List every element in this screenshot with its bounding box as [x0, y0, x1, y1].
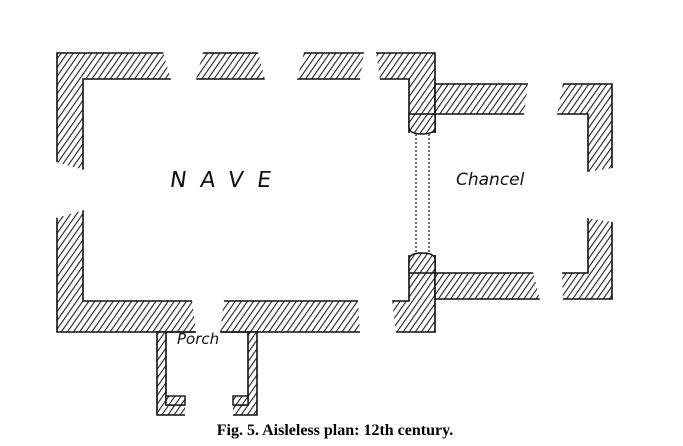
window — [56, 162, 84, 218]
figure-caption: Fig. 5. Aisleless plan: 12th century. — [216, 422, 454, 439]
porch-jamb — [165, 395, 186, 406]
porch-entrance — [185, 403, 233, 417]
nave-walls — [56, 52, 436, 333]
south-door — [192, 300, 224, 333]
respond-south — [408, 252, 436, 274]
respond-north — [408, 113, 436, 135]
nave-label: NAVE — [168, 168, 287, 193]
chancel-label: Chancel — [456, 170, 525, 190]
window — [533, 272, 563, 300]
window — [587, 168, 613, 222]
porch-jamb — [232, 395, 249, 406]
chancel-walls — [434, 83, 613, 300]
chancel-arch-opening — [408, 133, 437, 255]
window — [360, 52, 380, 80]
window — [358, 300, 396, 333]
window — [524, 83, 563, 115]
porch-label: Porch — [177, 330, 220, 348]
window — [258, 52, 304, 80]
window — [163, 52, 203, 80]
